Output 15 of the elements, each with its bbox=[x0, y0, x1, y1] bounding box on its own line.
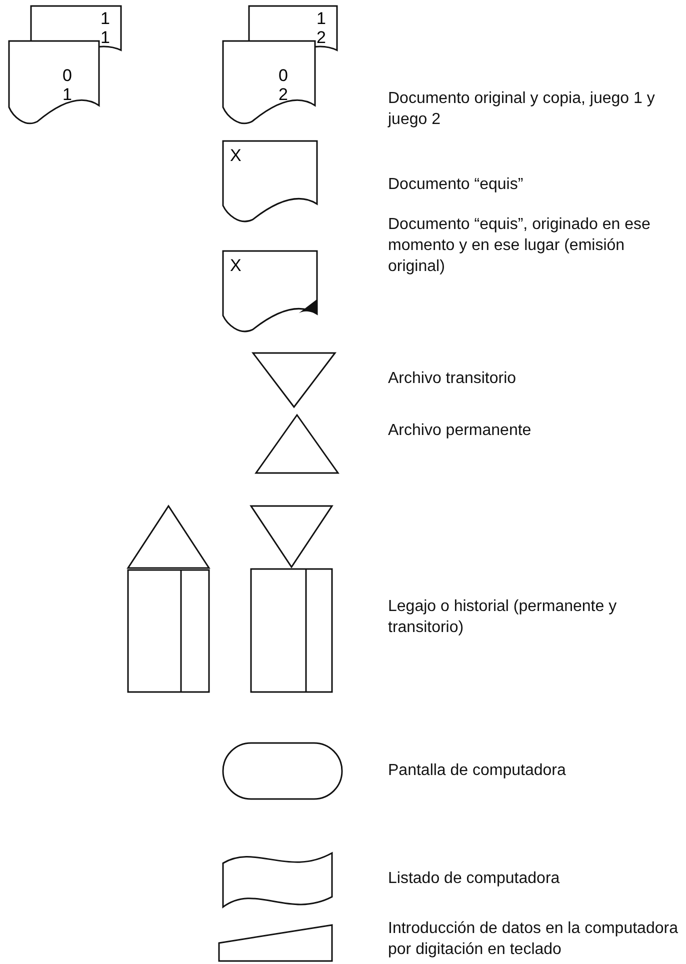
symbol-mark: X bbox=[230, 256, 242, 275]
symbol-description: Documento “equis”, originado en ese momento y en ese lugar (emisión original) bbox=[388, 215, 652, 277]
symbol-mark: 1 1 bbox=[100, 9, 110, 47]
symbol-description: Legajo o historial (permanente y transitorio) bbox=[388, 597, 618, 638]
symbol-description: Archivo permanente bbox=[388, 421, 532, 441]
symbol-mark: X bbox=[230, 146, 242, 165]
symbol-mark: 1 2 bbox=[316, 9, 326, 47]
symbol-description: Documento original y copia, juego 1 y juego 2 bbox=[388, 89, 656, 130]
symbol-description: Introducción de datos en la computadora por digitación en teclado bbox=[388, 919, 679, 960]
symbol-mark: 0 2 bbox=[278, 66, 288, 104]
symbol-description: Archivo transitorio bbox=[388, 369, 518, 389]
symbol-description: Documento “equis” bbox=[388, 175, 524, 195]
symbol-description: Listado de computadora bbox=[388, 869, 561, 889]
symbol-description: Pantalla de computadora bbox=[388, 761, 567, 781]
symbol-mark: 0 1 bbox=[62, 66, 72, 104]
